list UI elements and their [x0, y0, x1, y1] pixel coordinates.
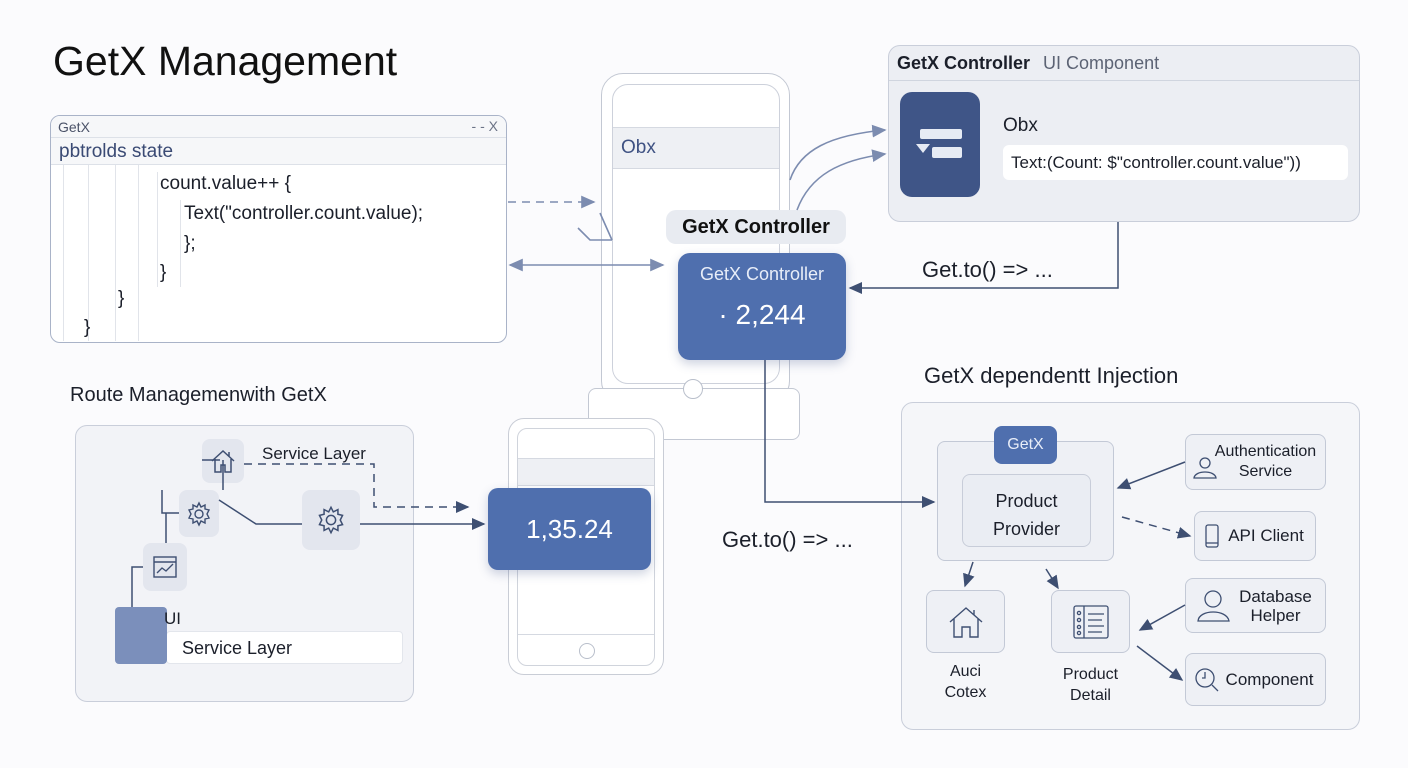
home-node[interactable] — [926, 590, 1005, 653]
ui-label: UI — [164, 609, 181, 628]
user-icon — [1193, 457, 1217, 479]
obx-title: Obx — [1003, 115, 1038, 136]
get-to-label: Get.to() => ... — [722, 527, 853, 552]
auth-line: Service — [1238, 463, 1293, 480]
user-icon — [1197, 590, 1230, 622]
controller-pill: GetX Controller — [666, 210, 846, 244]
home-node[interactable] — [202, 439, 244, 483]
component-label: Component — [1225, 669, 1314, 689]
phone-icon — [1205, 524, 1219, 548]
home-button[interactable] — [579, 643, 595, 659]
service-layer-bar — [166, 631, 403, 664]
component-node[interactable]: Component — [1185, 653, 1326, 706]
curve-arrow — [789, 124, 887, 181]
code-line: count.value++ { — [160, 173, 291, 194]
route-value-box[interactable]: 1,35.24 — [488, 488, 651, 570]
gear-icon — [187, 500, 211, 527]
detail-label-line: Product — [1062, 666, 1119, 683]
obx-label: Obx — [621, 137, 656, 158]
obx-text-field[interactable]: Text:(Count: $"controller.count.value")) — [1003, 145, 1348, 180]
home-label-line: Auci — [949, 663, 982, 680]
controller-box[interactable]: GetX Controller · 2,244 — [678, 253, 846, 360]
code-line: } — [84, 317, 91, 338]
chart-node[interactable] — [143, 543, 187, 591]
code-line: Text("controller.count.value); — [184, 203, 424, 224]
code-window-title: GetX — [58, 119, 90, 135]
detail-label-line: Detail — [1070, 687, 1111, 704]
curve-arrow — [796, 149, 887, 211]
home-button[interactable] — [683, 379, 703, 399]
phone-bottom-bar — [518, 634, 654, 635]
db-line: Database — [1239, 586, 1312, 606]
ui-block — [115, 607, 167, 664]
ui-component-subtitle: UI Component — [1043, 53, 1160, 73]
home-icon — [949, 606, 982, 638]
chart-icon — [153, 556, 177, 578]
ui-component-title: GetX Controller — [897, 53, 1031, 73]
settings-node-large[interactable] — [302, 490, 360, 550]
phone-bottom-band — [518, 458, 654, 486]
provider-box[interactable]: Product Provider — [962, 474, 1091, 547]
service-layer-label-bottom: Service Layer — [182, 638, 293, 658]
code-line: }; — [184, 233, 196, 254]
api-client-node[interactable]: API Client — [1194, 511, 1316, 561]
page-title: GetX Management — [53, 38, 398, 84]
home-label-line: Cotex — [944, 684, 987, 701]
get-to-label: Get.to() => ... — [922, 257, 1053, 282]
service-layer-label: Service Layer — [262, 444, 366, 463]
home-icon — [211, 449, 235, 473]
code-window-header: GetX - - X — [51, 116, 506, 138]
api-client-label: API Client — [1228, 526, 1304, 545]
getx-badge: GetX — [994, 426, 1057, 464]
code-window: GetX - - X pbtrolds state — [50, 115, 507, 343]
db-line: Helper — [1250, 605, 1301, 625]
provider-line: Provider — [992, 519, 1061, 539]
obx-band: Obx — [613, 127, 779, 169]
controller-box-value: · 2,244 — [718, 299, 806, 330]
code-line: } — [118, 288, 125, 309]
provider-line: Product — [995, 491, 1058, 511]
widget-icon — [900, 92, 980, 197]
clock-search-icon — [1195, 668, 1219, 692]
code-line: } — [160, 262, 167, 283]
window-controls[interactable]: - - X — [471, 118, 498, 134]
auth-line: Authentication — [1214, 443, 1317, 460]
di-title: GetX dependentt Injection — [924, 363, 1179, 388]
product-detail-node[interactable] — [1051, 590, 1130, 653]
gear-icon — [318, 505, 344, 535]
list-icon — [1072, 604, 1109, 639]
code-window-subtitle: pbtrolds state — [51, 138, 506, 165]
settings-node[interactable] — [179, 490, 219, 537]
controller-box-title: GetX Controller — [699, 264, 825, 284]
route-title: Route Managemenwith GetX — [70, 384, 327, 406]
